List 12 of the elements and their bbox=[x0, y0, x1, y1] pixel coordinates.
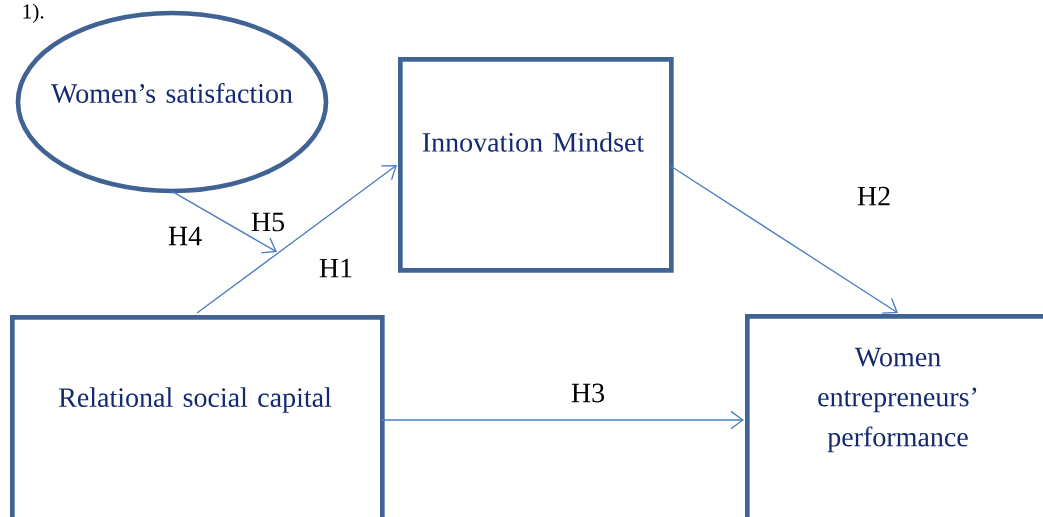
process-box: Innovation Mindset bbox=[398, 57, 674, 273]
arrow bbox=[668, 164, 898, 314]
hypothesis-label: H5 bbox=[251, 212, 285, 232]
hypothesis-label: H4 bbox=[168, 226, 202, 246]
arrow bbox=[196, 165, 397, 314]
edge-label: H2 bbox=[855, 185, 893, 207]
arrow bbox=[171, 190, 277, 254]
edge-label: H1 bbox=[317, 257, 355, 279]
process-box: Relational social capital bbox=[10, 315, 385, 517]
process-box: Women entrepreneurs’ performance bbox=[745, 314, 1043, 517]
arrow bbox=[380, 410, 744, 430]
edge-label: H3 bbox=[569, 382, 607, 404]
